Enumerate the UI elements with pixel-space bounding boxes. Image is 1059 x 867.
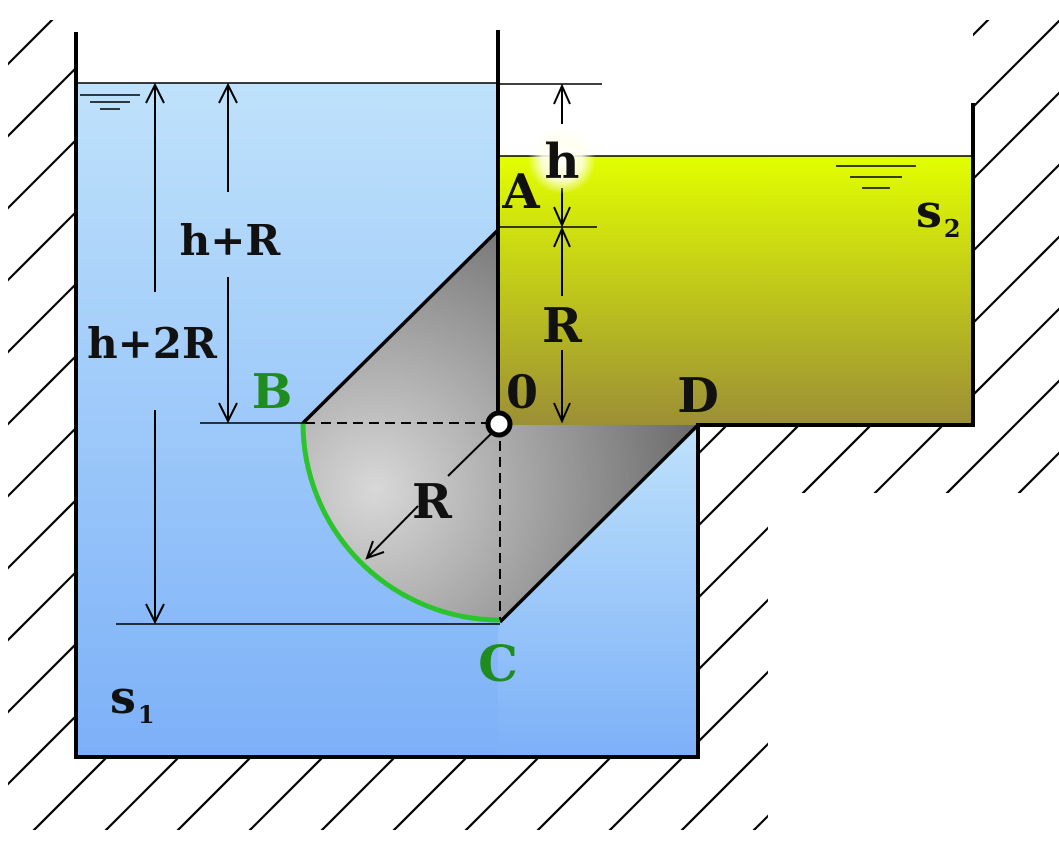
hatch-line	[899, 20, 1059, 830]
gate-edge-lower	[498, 423, 700, 624]
label-s1-main: s	[110, 670, 136, 724]
hatch-line	[683, 20, 1059, 830]
label-c: C	[478, 634, 518, 693]
label-h-glow	[528, 126, 596, 194]
label-s2-main: s	[916, 184, 942, 238]
label-s2-sub: 2	[944, 214, 961, 243]
label-s1: s1	[110, 670, 155, 729]
label-r-right: R	[542, 298, 583, 354]
label-s1-sub: 1	[138, 700, 155, 729]
label-h-plus-r: h+R	[180, 216, 282, 265]
hatch-line	[8, 20, 73, 830]
label-d: D	[677, 368, 719, 424]
right-tank-fluid	[498, 156, 973, 425]
label-r-radius: R	[412, 474, 453, 530]
hatch-line	[971, 20, 1059, 830]
label-o: 0	[506, 365, 538, 419]
hatch-line	[611, 20, 1059, 830]
gate-edge-upper	[301, 228, 500, 425]
tank-walls	[74, 30, 975, 759]
free-surface-icon-left	[80, 94, 140, 110]
curved-surface-bc	[300, 422, 501, 623]
label-h-plus-2r: h+2R	[87, 319, 218, 368]
hatch-line	[755, 20, 1059, 830]
label-a: A	[501, 164, 540, 220]
label-b: B	[252, 364, 293, 420]
dimension-arrows	[145, 82, 571, 625]
label-s2: s2	[916, 184, 961, 243]
hatch-line	[1043, 20, 1059, 830]
hinge-icon	[485, 410, 513, 438]
hatch-line	[8, 20, 217, 830]
free-surface-icon-right	[836, 165, 916, 189]
label-h: h	[545, 134, 580, 190]
